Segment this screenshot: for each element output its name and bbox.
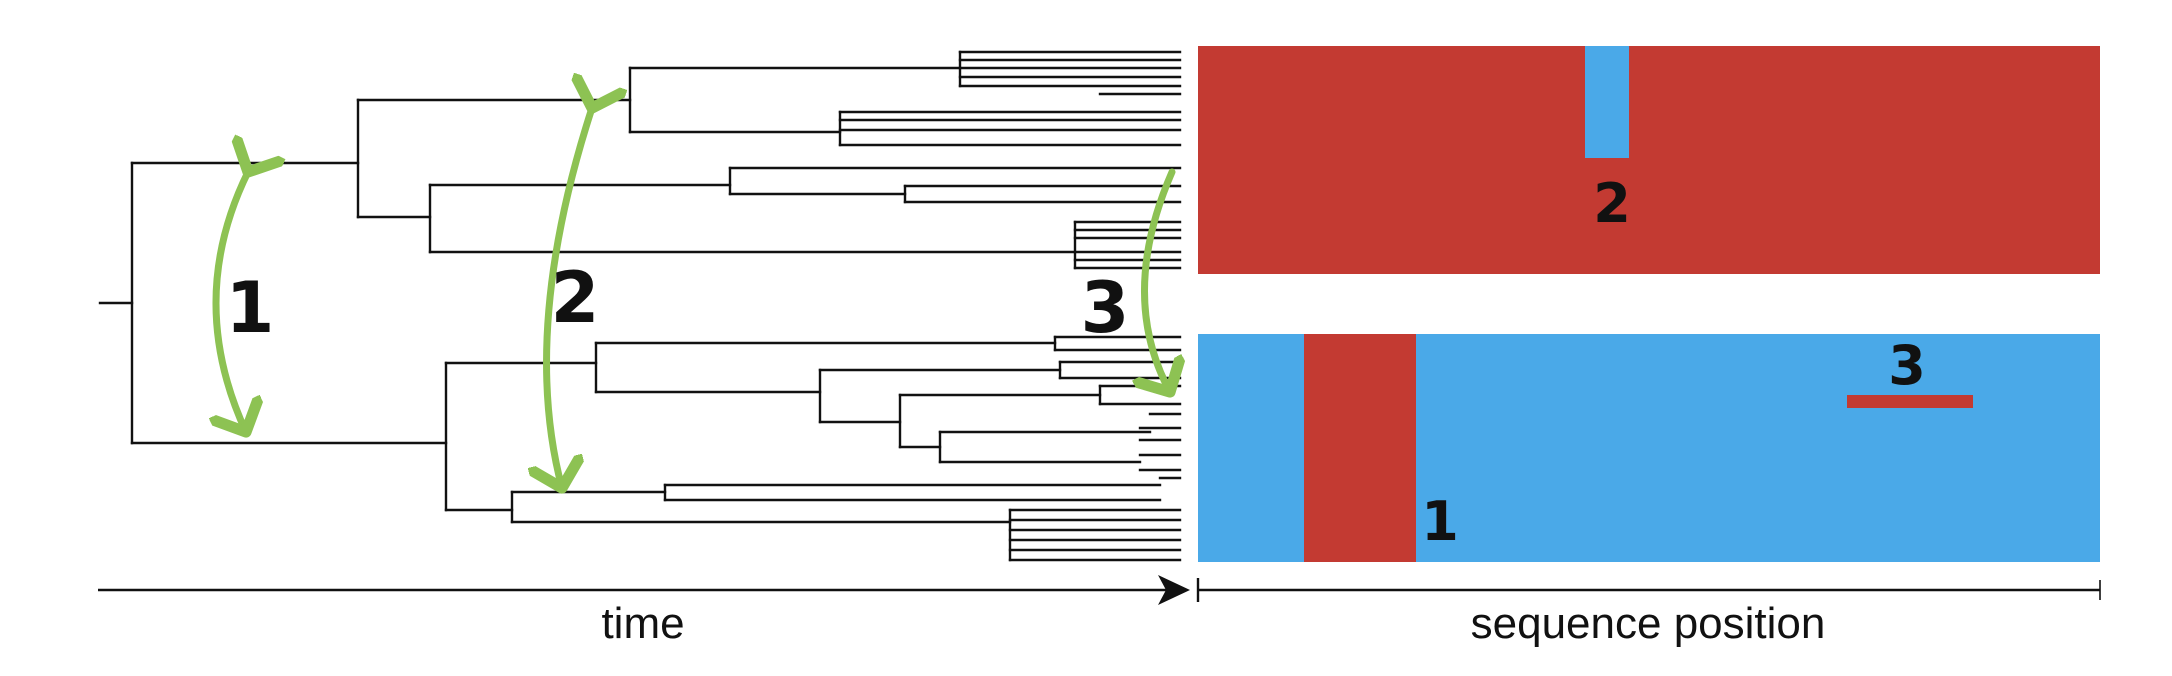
curved-arrow-icon (1144, 168, 1172, 392)
upper-panel-base (1198, 46, 2100, 274)
arrow-right-icon (1158, 575, 1190, 605)
arrow-1-label: 1 (226, 267, 275, 349)
curved-double-arrow-icon (216, 172, 248, 432)
arrow-2: 2 (547, 108, 600, 488)
upper-panel-stripe (1585, 46, 1629, 158)
time-axis-label: time (601, 599, 684, 648)
curved-double-arrow-icon (547, 108, 592, 488)
arrow-2-label: 2 (551, 257, 600, 339)
lower-sequence-panel: 1 3 (1198, 334, 2100, 562)
time-axis: time (98, 575, 1190, 648)
stripe-2-label: 2 (1593, 172, 1631, 235)
stripe-1-label: 1 (1421, 490, 1459, 553)
sequence-axis-label: sequence position (1471, 599, 1826, 648)
upper-sequence-panel: 2 (1198, 46, 2100, 274)
arrow-1: 1 (216, 172, 274, 432)
arrow-3: 3 (1081, 168, 1172, 392)
segment-3-label: 3 (1888, 334, 1926, 397)
segment-3 (1847, 395, 1973, 408)
lower-panel-stripe (1304, 334, 1416, 562)
phylogenetic-tree (98, 50, 1182, 562)
arrow-3-label: 3 (1081, 267, 1130, 349)
sequence-axis: sequence position (1196, 578, 2101, 648)
